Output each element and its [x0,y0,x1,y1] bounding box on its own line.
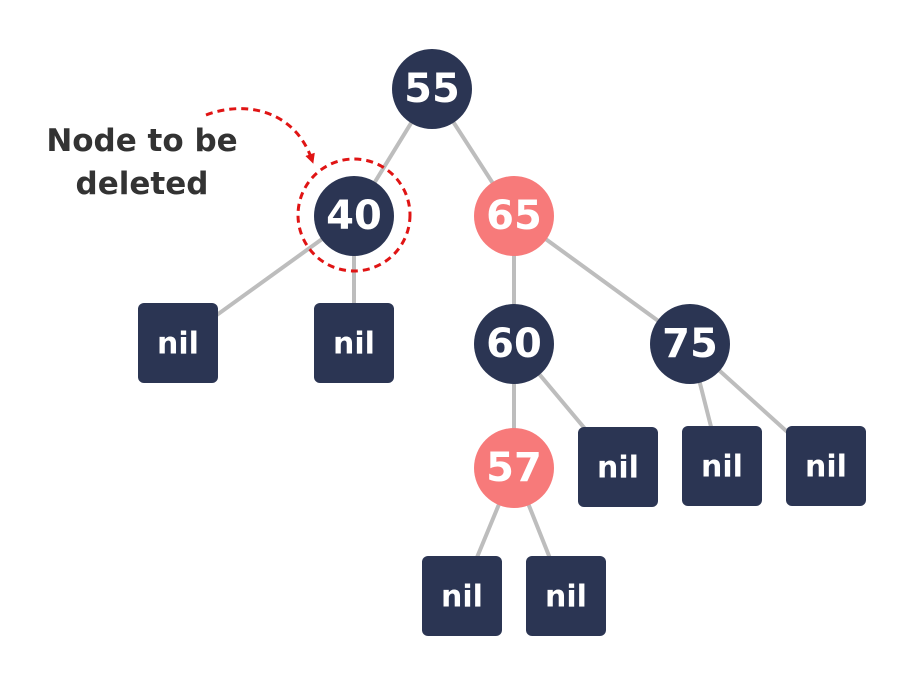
delete-highlight-ring [296,157,412,273]
node-57-label: 57 [486,445,542,491]
nil-leaf-60-right: nil [578,427,658,507]
nil-label: nil [157,327,199,362]
node-55: 55 [392,49,472,129]
nil-leaf-57-right: nil [526,556,606,636]
nil-box [526,556,606,636]
node-75-label: 75 [662,321,718,367]
nil-label: nil [333,327,375,362]
nil-label: nil [545,580,587,615]
nil-box [314,303,394,383]
node-60-label: 60 [486,321,542,367]
node-55-label: 55 [404,66,460,112]
node-65-circle [474,176,554,256]
nil-label: nil [701,450,743,485]
node-57-circle [474,428,554,508]
node-40-circle [314,176,394,256]
node-40: 40 [314,176,394,256]
node-75: 75 [650,304,730,384]
nil-box [578,427,658,507]
nil-leaf-57-left: nil [422,556,502,636]
node-60: 60 [474,304,554,384]
nil-box [422,556,502,636]
node-40-label: 40 [326,193,382,239]
node-57: 57 [474,428,554,508]
nil-box [138,303,218,383]
node-65: 65 [474,176,554,256]
nil-label: nil [805,450,847,485]
annotation-line-2: deleted [76,166,209,202]
delete-arrow [205,107,315,164]
nil-box [682,426,762,506]
node-75-circle [650,304,730,384]
nil-leaf-40-right: nil [314,303,394,383]
node-65-label: 65 [486,193,542,239]
nil-leaf-40-left: nil [138,303,218,383]
annotation-line-1: Node to be [46,123,237,159]
nil-leaf-75-right: nil [786,426,866,506]
nil-leaf-75-left: nil [682,426,762,506]
nil-label: nil [597,451,639,486]
nil-box [786,426,866,506]
nil-label: nil [441,580,483,615]
delete-annotation: Node to be deleted [46,123,237,202]
node-55-circle [392,49,472,129]
node-60-circle [474,304,554,384]
